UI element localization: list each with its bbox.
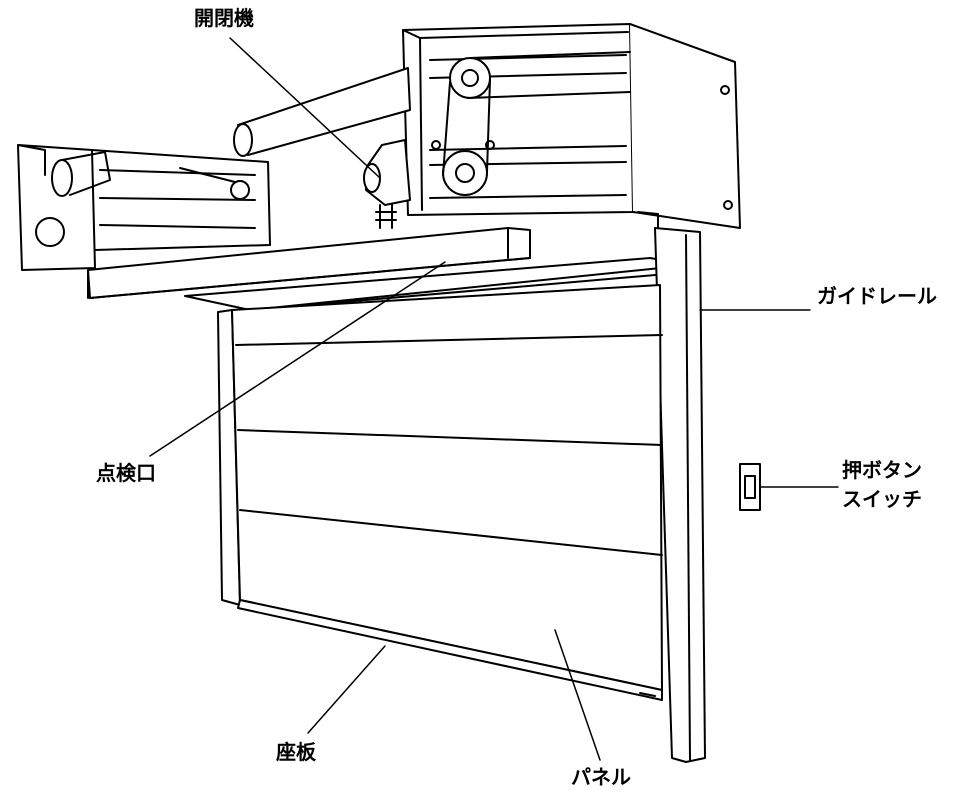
- label-guide-rail: ガイドレール: [817, 284, 937, 308]
- drum-shaft: [234, 68, 410, 156]
- label-inspection-hatch: 点検口: [96, 461, 156, 485]
- leader-opener: [230, 38, 380, 178]
- label-push-button-switch-line2: スイッチ: [842, 487, 922, 511]
- label-push-button-switch: 押ボタン スイッチ: [842, 456, 922, 514]
- label-push-button-switch-line1: 押ボタン: [842, 458, 922, 482]
- bottom-plate: [238, 600, 662, 700]
- leader-inspection-hatch: [150, 262, 445, 456]
- left-end-bracket: [18, 145, 270, 270]
- label-opener: 開閉機: [194, 6, 254, 30]
- label-bottom-plate: 座板: [276, 740, 316, 764]
- opener-motor: [364, 140, 410, 228]
- leader-panel: [555, 630, 600, 760]
- shutter-panel: [232, 285, 662, 690]
- drive-pulleys: [443, 52, 630, 195]
- leader-bottom-plate: [308, 646, 385, 733]
- push-button-switch: [740, 464, 760, 510]
- label-panel: パネル: [571, 765, 631, 789]
- guide-rail-right: [638, 212, 705, 762]
- leader-lines: [150, 38, 838, 760]
